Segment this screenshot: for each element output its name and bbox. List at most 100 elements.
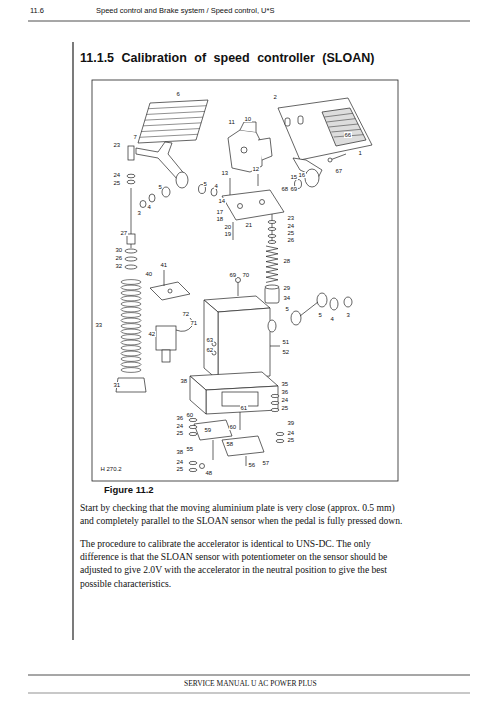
washer <box>189 461 197 464</box>
callout-number: 24 <box>281 397 289 403</box>
figure-caption: Figure 11.2 <box>104 485 154 495</box>
callout-number: 56 <box>248 462 256 468</box>
callout-number: 35 <box>281 381 289 387</box>
drawing-number: H 270.2 <box>100 466 122 472</box>
callout-number: 13 <box>221 170 229 176</box>
return-spring <box>266 246 278 282</box>
screw <box>240 412 241 430</box>
pad-rib <box>329 124 358 127</box>
callout-number: 60 <box>229 424 237 430</box>
callout-number: 1 <box>358 150 362 156</box>
washer <box>127 180 135 184</box>
pedal-rib <box>141 129 199 132</box>
page-rules <box>92 80 398 481</box>
page-rules <box>72 42 73 640</box>
washer <box>189 432 197 435</box>
callout-number: 68 <box>281 186 289 192</box>
circlip <box>344 297 352 307</box>
callout-number: 24 <box>287 223 295 229</box>
pedal-rib <box>148 106 206 109</box>
callout-number: 5 <box>158 184 162 190</box>
pedal-rib <box>140 134 198 137</box>
screw <box>233 222 234 240</box>
callout-number: 28 <box>283 258 291 264</box>
clevis <box>128 146 134 160</box>
pivot-bracket <box>228 130 262 172</box>
callout-number: 42 <box>148 331 156 337</box>
page-rules <box>28 675 470 676</box>
callout-number: 67 <box>335 168 343 174</box>
nut <box>125 257 137 261</box>
washer <box>149 194 155 202</box>
callout-number: 55 <box>186 446 194 452</box>
slot <box>298 116 303 124</box>
hole <box>260 200 265 205</box>
nut <box>276 439 284 442</box>
callout-number: 25 <box>176 430 184 436</box>
bushing <box>162 187 170 197</box>
nut <box>268 241 276 244</box>
washer <box>276 432 284 435</box>
frame-side <box>190 376 206 414</box>
callout-number: 66 <box>344 132 352 138</box>
washer <box>271 408 279 411</box>
frame-opening <box>222 392 258 406</box>
screw-head <box>328 158 332 162</box>
callout-number: 60 <box>186 412 194 418</box>
body-paragraph: Start by checking that the moving alumin… <box>80 501 406 527</box>
disc-spring <box>121 313 141 318</box>
disc-spring <box>121 329 141 334</box>
page-rules <box>28 21 470 693</box>
page-rules <box>28 21 470 22</box>
callout-number: 34 <box>283 295 291 301</box>
callout-number: 24 <box>176 459 184 465</box>
callout-number: 62 <box>206 347 214 353</box>
callout-number: 38 <box>176 449 184 455</box>
callout-number: 16 <box>298 172 306 178</box>
washer <box>268 235 276 238</box>
callout-number: 4 <box>147 204 151 210</box>
screw-head <box>236 278 241 283</box>
callout-number: 36 <box>176 415 184 421</box>
callout-number: 19 <box>224 231 232 237</box>
callout-number: 25 <box>287 230 295 236</box>
nut <box>189 418 197 421</box>
callout-number: 10 <box>244 116 252 122</box>
nut <box>271 394 279 397</box>
callout-number: 23 <box>287 215 295 221</box>
nut <box>268 221 276 224</box>
disc-spring <box>121 368 141 373</box>
callout-number: 2 <box>273 94 277 100</box>
accelerator-pedal-plate <box>278 98 372 160</box>
spring-cup <box>265 287 279 303</box>
callout-number: 25 <box>287 437 295 443</box>
pedal-rib <box>147 111 205 114</box>
callout-number: 15 <box>290 174 298 180</box>
frame-front <box>206 386 278 414</box>
disc-spring <box>121 324 141 329</box>
running-header: Speed control and Brake system / Speed c… <box>96 7 274 15</box>
callout-number: 4 <box>330 316 334 322</box>
callout-number: 25 <box>281 405 289 411</box>
callout-number: 17 <box>216 209 224 215</box>
sloan-sensor <box>156 326 176 350</box>
callout-number: 51 <box>282 339 290 345</box>
callout-number: 26 <box>115 255 123 261</box>
screw <box>258 174 259 186</box>
pedal-assembly-drawing <box>116 98 372 472</box>
mounting-bracket <box>194 420 232 440</box>
callout-number: 3 <box>137 210 141 216</box>
callout-number: 5 <box>203 181 207 187</box>
callout-number: 70 <box>242 272 250 278</box>
disc-spring <box>121 346 141 351</box>
disc-spring <box>121 318 141 323</box>
callout-number: 21 <box>245 222 253 228</box>
hole <box>238 204 243 209</box>
callout-number: 24 <box>176 423 184 429</box>
callout-number: 27 <box>120 230 128 236</box>
callout-number: 24 <box>113 172 121 178</box>
callout-number: 30 <box>115 247 123 253</box>
callout-number: 33 <box>95 322 103 328</box>
pedal-hub <box>305 169 319 187</box>
